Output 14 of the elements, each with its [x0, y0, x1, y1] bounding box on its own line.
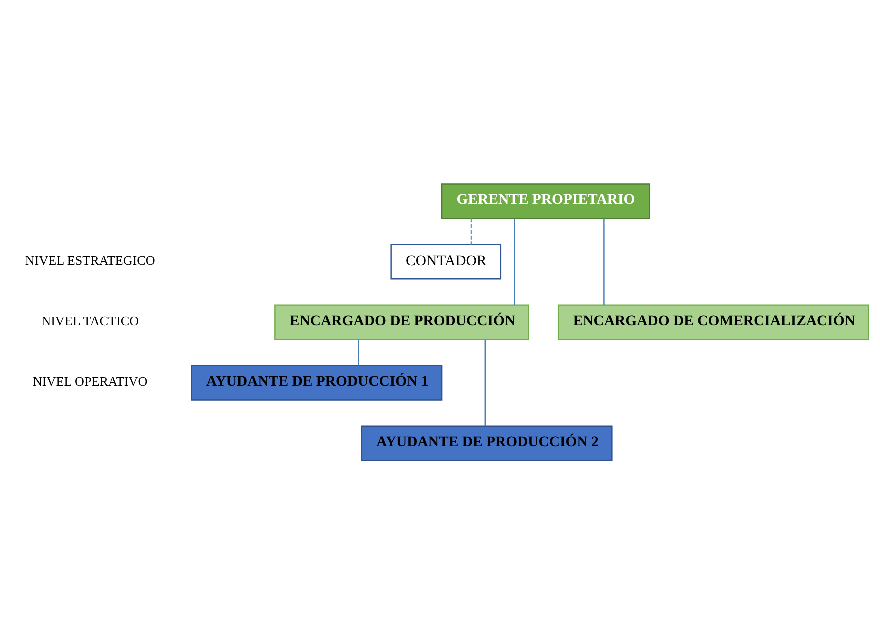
node-box: CONTADOR [390, 244, 502, 280]
connector [358, 339, 360, 366]
connector [484, 339, 486, 426]
label: NIVEL ESTRATEGICO [25, 252, 156, 268]
label: NIVEL OPERATIVO [33, 374, 148, 389]
node-box: ENCARGADO DE COMERCIALIZACIÓN [558, 304, 870, 340]
label: NIVEL TACTICO [42, 313, 140, 328]
connector [604, 218, 605, 305]
connector [514, 218, 516, 305]
node-box: AYUDANTE DE PRODUCCIÓN 1 [191, 364, 443, 400]
node-box: AYUDANTE DE PRODUCCIÓN 2 [361, 425, 613, 461]
node-box: GERENTE PROPIETARIO [441, 183, 650, 219]
node-box: ENCARGADO DE PRODUCCIÓN [274, 304, 530, 340]
connector [470, 218, 472, 244]
